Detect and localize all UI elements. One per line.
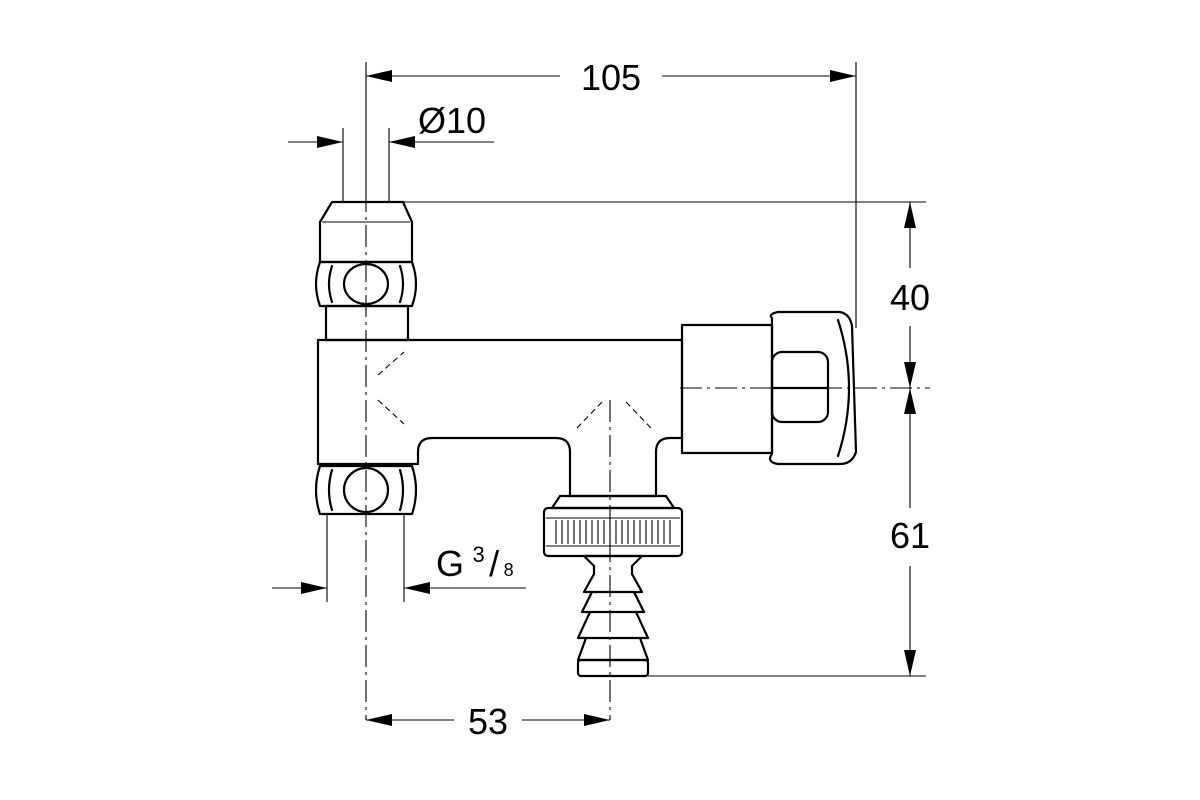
- hose-barb: [576, 554, 650, 678]
- label-upper-height: 40: [890, 277, 930, 318]
- right-sleeve: [680, 323, 774, 455]
- upper-neck: [324, 304, 410, 342]
- knurl-lines: [555, 520, 671, 544]
- internal-bore: [377, 351, 652, 429]
- label-thread: G 3 / 8: [436, 542, 514, 584]
- dim-overall-width: 105: [365, 57, 857, 328]
- dim-lower-height: 61: [648, 388, 930, 677]
- bottom-hex-nut: [314, 464, 418, 516]
- valve-body: [314, 200, 858, 678]
- dim-upper-height: 40: [403, 201, 930, 388]
- dim-thread: G 3 / 8: [272, 514, 526, 602]
- outlet-collar: [542, 494, 684, 558]
- label-outlet-offset: 53: [468, 701, 508, 742]
- label-overall-width: 105: [581, 57, 641, 98]
- label-pipe-diameter: Ø10: [418, 100, 486, 141]
- center-lines: [365, 190, 930, 720]
- label-lower-height: 61: [890, 515, 930, 556]
- dim-pipe-diameter: Ø10: [288, 100, 494, 202]
- main-body: [316, 338, 684, 498]
- dim-outlet-offset: 53: [366, 701, 610, 742]
